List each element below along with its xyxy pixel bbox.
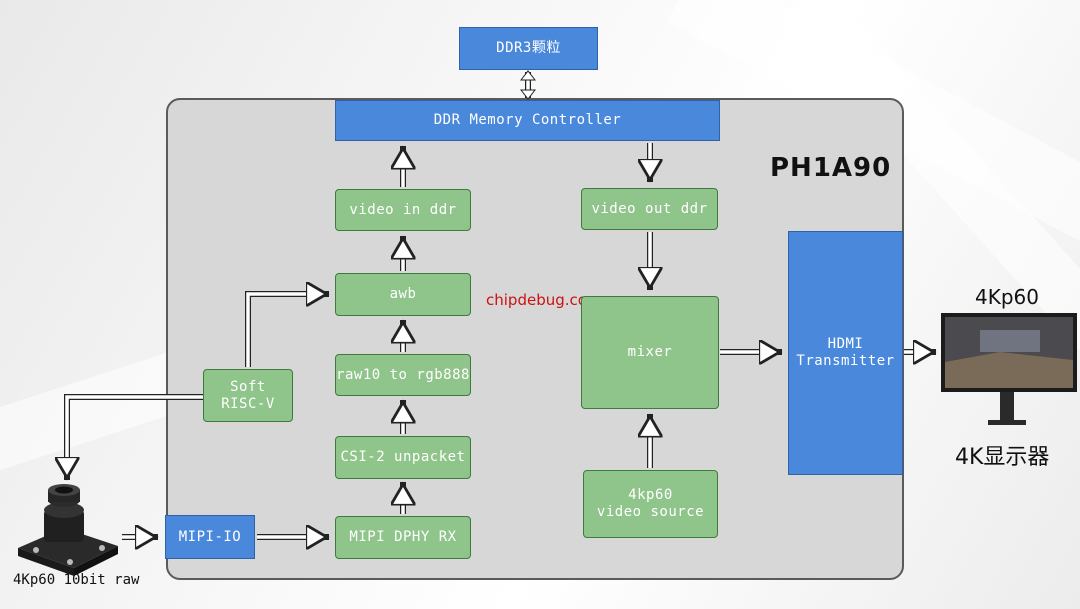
monitor-label: 4K显示器 xyxy=(955,445,1050,470)
awb-block: awb xyxy=(335,273,471,316)
raw10-to-rgb888-block: raw10 to rgb888 xyxy=(335,354,471,396)
camera-module-icon xyxy=(18,484,118,576)
ddr-memory-controller-block: DDR Memory Controller xyxy=(335,100,720,141)
video-in-ddr-block: video in ddr xyxy=(335,189,471,231)
chip-name-label: PH1A90 xyxy=(770,153,892,183)
monitor-resolution-label: 4Kp60 xyxy=(975,285,1039,309)
ddr3-chip-block: DDR3颗粒 xyxy=(459,27,598,70)
camera-label: 4Kp60 10bit raw xyxy=(13,572,140,588)
mixer-block: mixer xyxy=(581,296,719,409)
video-out-ddr-block: video out ddr xyxy=(581,188,718,230)
video-source-block: 4kp60 video source xyxy=(583,470,718,538)
watermark-text: chipdebug.com xyxy=(486,291,602,309)
4k-monitor-icon xyxy=(941,313,1077,425)
mipi-dphy-rx-block: MIPI DPHY RX xyxy=(335,516,471,559)
hdmi-transmitter-block: HDMI Transmitter xyxy=(788,231,903,475)
csi2-unpacket-block: CSI-2 unpacket xyxy=(335,436,471,479)
fpga-chip-boundary xyxy=(166,98,904,580)
soft-riscv-block: Soft RISC-V xyxy=(203,369,293,422)
mipi-io-block: MIPI-IO xyxy=(165,515,255,559)
